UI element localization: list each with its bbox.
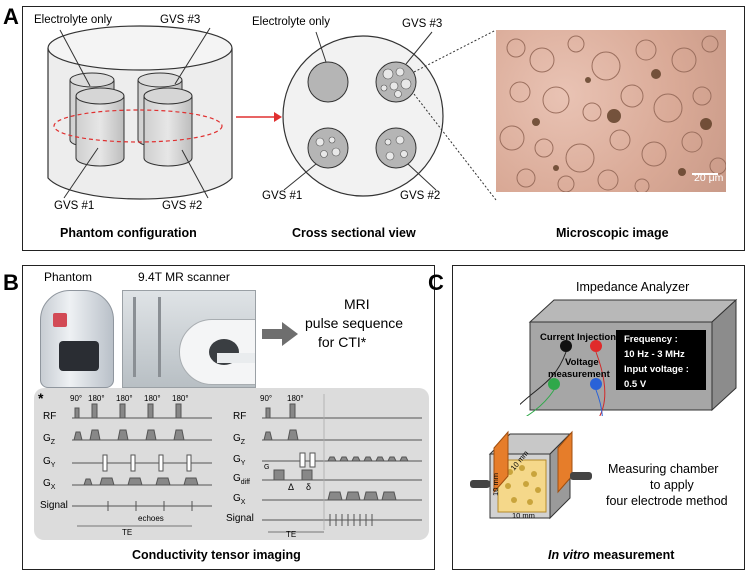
impedance-analyzer-title: Impedance Analyzer bbox=[576, 280, 690, 294]
seq2-g-label: G bbox=[264, 464, 270, 471]
measuring-chamber bbox=[470, 430, 592, 520]
seq1-row-gx: GX bbox=[43, 478, 56, 491]
mri-text-line2: pulse sequence bbox=[305, 315, 404, 331]
seq1-row-rf: RF bbox=[43, 411, 57, 422]
seq2-small-delta: δ bbox=[306, 482, 312, 492]
panel-c bbox=[452, 265, 745, 570]
seq1-echoes-label: echoes bbox=[138, 514, 164, 523]
phantom-configuration-drawing bbox=[47, 25, 233, 200]
scanner-photo-label: 9.4T MR scanner bbox=[138, 270, 230, 284]
seq1-angle-90: 90° bbox=[70, 394, 83, 403]
arrow-to-pulse-sequence bbox=[262, 322, 298, 346]
cross-sectional-view-drawing bbox=[282, 30, 497, 201]
seq2-row-signal: Signal bbox=[226, 513, 254, 524]
seq1-row-signal: Signal bbox=[40, 500, 68, 511]
seq1-row-gz: GZ bbox=[43, 433, 56, 446]
panel-b bbox=[22, 265, 435, 570]
microscopic-image bbox=[496, 30, 726, 192]
panel-a bbox=[22, 6, 745, 251]
cylinder-front-left bbox=[75, 87, 125, 167]
seq1-angle-180-b: 180° bbox=[116, 394, 133, 403]
seq1-angle-180-d: 180° bbox=[172, 394, 189, 403]
chamber-text-line2: to apply bbox=[650, 478, 694, 492]
pulse-sequence-diagram-2 bbox=[262, 394, 422, 533]
label-gvs3-a: GVS #3 bbox=[160, 14, 201, 26]
mri-text-line1: MRI bbox=[344, 296, 370, 312]
chamber-text-line1: Measuring chamber bbox=[608, 462, 719, 476]
gvs2-disk bbox=[375, 127, 417, 169]
seq2-row-gx: GX bbox=[233, 493, 246, 506]
impedance-analyzer-device bbox=[520, 298, 738, 416]
seq2-angle-90: 90° bbox=[260, 394, 273, 403]
panel-b-letter: B bbox=[3, 270, 19, 295]
phantom-photo-label: Phantom bbox=[44, 270, 93, 284]
asterisk: * bbox=[38, 390, 44, 406]
seq1-row-gy: GY bbox=[43, 456, 56, 469]
seq2-row-gz: GZ bbox=[233, 433, 246, 446]
electrolyte-only-disk bbox=[307, 61, 349, 103]
scale-bar-label: 20 μm bbox=[694, 172, 724, 184]
cylinder-front-right bbox=[143, 87, 193, 167]
label-gvs1-b: GVS #1 bbox=[262, 190, 303, 202]
seq2-te-label: TE bbox=[286, 530, 297, 539]
chamber-dimension-c: 10 mm bbox=[512, 511, 535, 520]
panel-a-letter: A bbox=[3, 4, 19, 29]
seq2-angle-180: 180° bbox=[287, 394, 304, 403]
panel-c-letter: C bbox=[428, 270, 444, 295]
phantom-photo bbox=[40, 290, 114, 388]
pulse-sequence-diagram-1 bbox=[72, 403, 212, 527]
input-voltage-value: 0.5 V bbox=[624, 379, 647, 390]
caption-in-vitro-measurement: In vitro measurement bbox=[548, 548, 675, 562]
label-gvs1-a: GVS #1 bbox=[54, 200, 95, 212]
current-injection-label: Current Injection bbox=[540, 332, 617, 343]
voltage-label-line2: measurement bbox=[548, 369, 610, 380]
voltage-label-line1: Voltage bbox=[565, 357, 599, 368]
seq2-row-gdiff: Gdiff bbox=[233, 473, 250, 486]
seq1-angle-180-c: 180° bbox=[144, 394, 161, 403]
label-electrolyte-only-b: Electrolyte only bbox=[252, 16, 330, 28]
label-gvs2-a: GVS #2 bbox=[162, 200, 203, 212]
input-voltage-label: Input voltage : bbox=[624, 364, 689, 375]
mri-text-line3: for CTI* bbox=[318, 334, 367, 350]
seq1-angle-180-a: 180° bbox=[88, 394, 105, 403]
scanner-photo bbox=[122, 290, 256, 388]
label-gvs2-b: GVS #2 bbox=[400, 190, 441, 202]
seq2-row-rf: RF bbox=[233, 411, 247, 422]
cross-section-ellipse bbox=[53, 109, 223, 143]
frequency-value: 10 Hz - 3 MHz bbox=[624, 349, 685, 360]
seq2-row-gy: GY bbox=[233, 454, 246, 467]
chamber-text-line3: four electrode method bbox=[606, 494, 728, 508]
chamber-dimension-b: 10 mm bbox=[490, 473, 500, 496]
arrow-to-cross-section bbox=[236, 112, 282, 122]
caption-conductivity-tensor-imaging: Conductivity tensor imaging bbox=[132, 548, 301, 562]
phantom-photo-red-marker bbox=[53, 313, 67, 327]
seq1-te-label: TE bbox=[122, 528, 133, 537]
seq2-big-delta: Δ bbox=[288, 482, 295, 492]
label-electrolyte-only-a: Electrolyte only bbox=[34, 14, 112, 26]
gvs3-disk bbox=[375, 61, 417, 103]
phantom-photo-dark-band bbox=[59, 341, 99, 371]
label-gvs3-b: GVS #3 bbox=[402, 18, 443, 30]
caption-microscopic-image: Microscopic image bbox=[556, 226, 669, 240]
caption-phantom-configuration: Phantom configuration bbox=[60, 226, 197, 240]
pulse-sequence-box bbox=[34, 388, 429, 540]
frequency-label: Frequency : bbox=[624, 334, 678, 345]
caption-cross-sectional-view: Cross sectional view bbox=[292, 226, 416, 240]
gvs1-disk bbox=[307, 127, 349, 169]
